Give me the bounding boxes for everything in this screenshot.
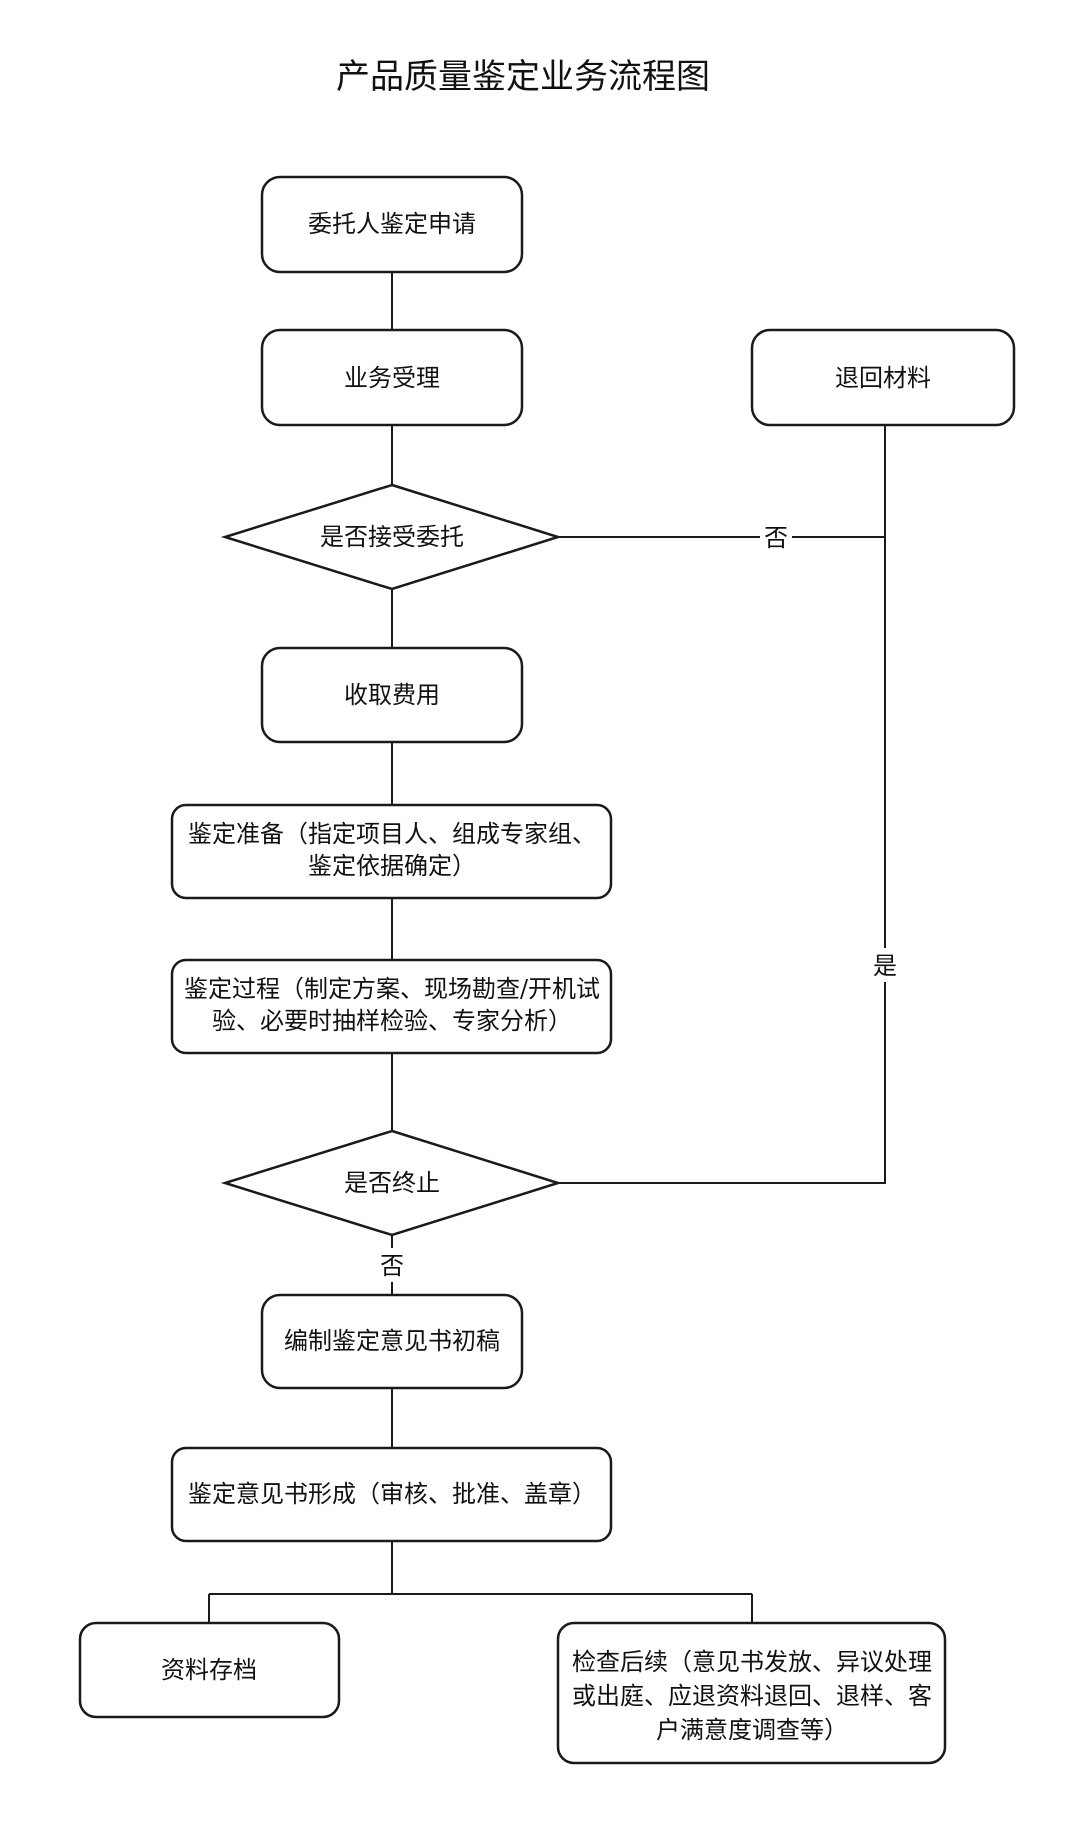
edge-decide-stop-to-return — [558, 425, 886, 1184]
node-fee-label: 收取费用 — [344, 681, 440, 709]
node-decide-stop: 是否终止 — [220, 1129, 563, 1237]
node-accept: 业务受理 — [260, 328, 524, 427]
node-decide-stop-label: 是否终止 — [344, 1169, 440, 1197]
node-decide-accept-label: 是否接受委托 — [320, 523, 464, 551]
node-draft-label: 编制鉴定意见书初稿 — [284, 1327, 500, 1355]
node-fee: 收取费用 — [260, 646, 524, 744]
node-prepare-label-line2: 鉴定依据确定） — [308, 852, 476, 880]
node-followup-label-line1: 检查后续（意见书发放、异议处理 — [572, 1648, 932, 1676]
node-archive: 资料存档 — [78, 1621, 341, 1719]
node-archive-label: 资料存档 — [161, 1656, 257, 1684]
node-prepare: 鉴定准备（指定项目人、组成专家组、 鉴定依据确定） — [170, 803, 613, 900]
node-return: 退回材料 — [750, 328, 1016, 427]
diagram-title: 产品质量鉴定业务流程图 — [336, 57, 710, 97]
edge-label-decide-accept-no: 否 — [764, 524, 788, 552]
node-apply-label: 委托人鉴定申请 — [308, 210, 476, 238]
node-return-label: 退回材料 — [835, 364, 931, 392]
node-followup-label-line3: 户满意度调查等） — [656, 1716, 848, 1744]
nodes-layer: 委托人鉴定申请 业务受理 退回材料 是否接受委托 收取费用 鉴定准备（指定项目人… — [78, 175, 1016, 1765]
node-followup-label-line2: 或出庭、应退资料退回、退样、客 — [572, 1682, 932, 1710]
node-decide-accept: 是否接受委托 — [220, 483, 563, 591]
node-finalize: 鉴定意见书形成（审核、批准、盖章） — [170, 1446, 613, 1543]
node-apply: 委托人鉴定申请 — [260, 175, 524, 274]
node-process: 鉴定过程（制定方案、现场勘查/开机试 验、必要时抽样检验、专家分析） — [170, 958, 613, 1055]
node-draft: 编制鉴定意见书初稿 — [260, 1293, 524, 1390]
edge-label-decide-stop-yes: 是 — [873, 952, 897, 980]
node-process-label-line1: 鉴定过程（制定方案、现场勘查/开机试 — [184, 975, 600, 1003]
node-finalize-label: 鉴定意见书形成（审核、批准、盖章） — [188, 1480, 596, 1508]
edges-layer — [208, 272, 886, 1623]
node-prepare-label-line1: 鉴定准备（指定项目人、组成专家组、 — [188, 820, 596, 848]
edge-labels-layer: 否 是 否 — [376, 520, 901, 1282]
node-followup: 检查后续（意见书发放、异议处理 或出庭、应退资料退回、退样、客 户满意度调查等） — [556, 1621, 947, 1765]
node-accept-label: 业务受理 — [344, 364, 440, 392]
edge-label-decide-stop-no: 否 — [380, 1252, 404, 1280]
node-process-label-line2: 验、必要时抽样检验、专家分析） — [212, 1007, 572, 1035]
